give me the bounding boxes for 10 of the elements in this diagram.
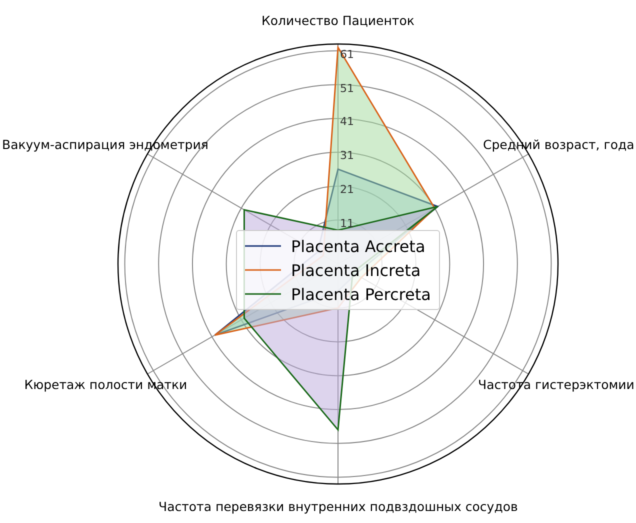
tick-label: 51 [340, 82, 354, 95]
axis-label: Частота перевязки внутренних подвздошных сосудов [158, 498, 518, 514]
tick-label: 31 [340, 149, 354, 162]
legend-label: Placenta Percreta [291, 284, 431, 304]
tick-label: 11 [340, 217, 354, 230]
legend-label: Placenta Accreta [291, 236, 426, 256]
legend-label: Placenta Increta [291, 260, 421, 280]
tick-label: 21 [340, 183, 354, 196]
tick-label: 41 [340, 115, 354, 128]
axis-label: Количество Пациенток [262, 12, 414, 28]
